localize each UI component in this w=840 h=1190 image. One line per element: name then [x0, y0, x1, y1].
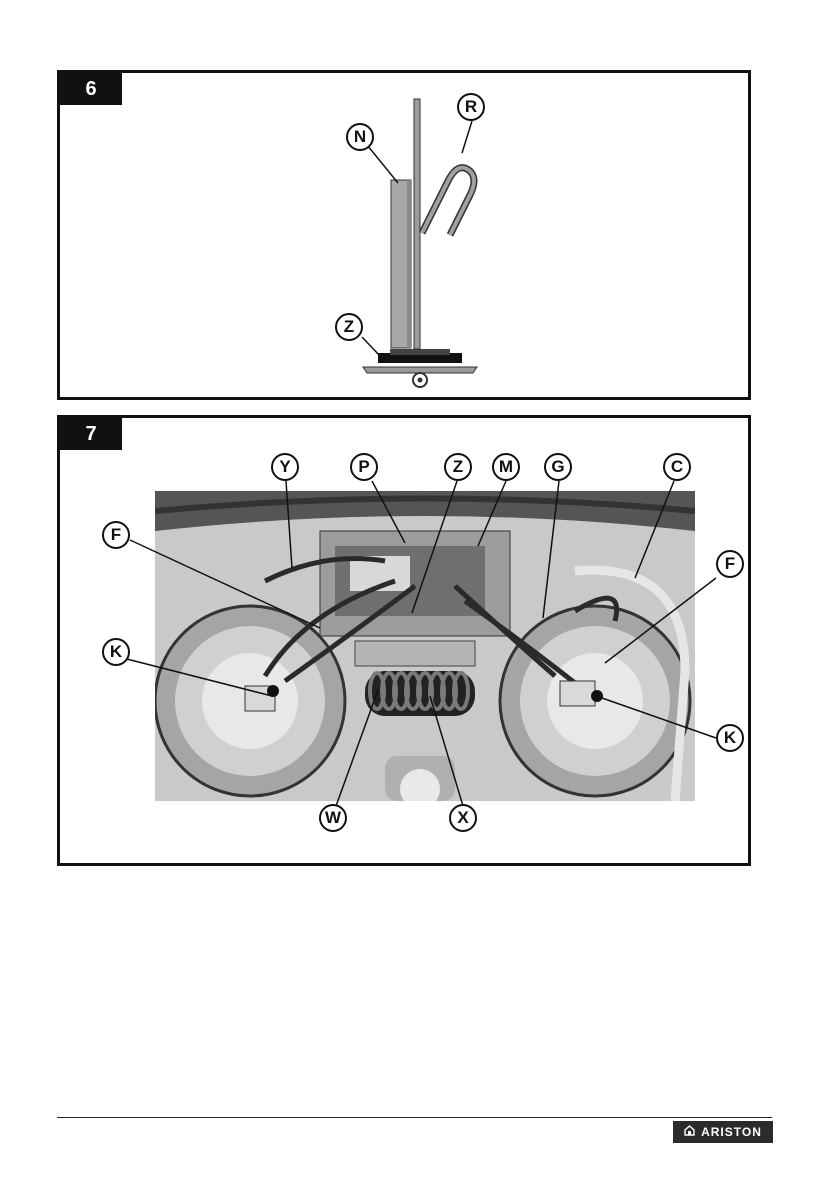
wiring-photo — [155, 491, 695, 801]
figure-6-number: 6 — [60, 73, 122, 105]
label-z: Z — [444, 453, 472, 481]
figure-7-number: 7 — [60, 418, 122, 450]
label-w: W — [319, 804, 347, 832]
label-x: X — [449, 804, 477, 832]
brand-name: ARISTON — [701, 1125, 762, 1139]
label-c: C — [663, 453, 691, 481]
label-f-right: F — [716, 550, 744, 578]
anode-rod — [414, 99, 420, 349]
figure-6-frame: 6 N R Z — [57, 70, 751, 400]
label-k-left: K — [102, 638, 130, 666]
sheath-n — [391, 180, 411, 348]
ariston-logo: ARISTON — [673, 1121, 773, 1143]
label-z: Z — [335, 313, 363, 341]
label-g: G — [544, 453, 572, 481]
flange-lug — [413, 373, 427, 387]
label-n: N — [346, 123, 374, 151]
label-f-left: F — [102, 521, 130, 549]
house-icon — [684, 1125, 695, 1139]
label-y: Y — [271, 453, 299, 481]
label-p: P — [350, 453, 378, 481]
label-m: M — [492, 453, 520, 481]
heating-element-drawing — [60, 73, 754, 403]
figure-7-frame: 7 — [57, 415, 751, 866]
label-k-right: K — [716, 724, 744, 752]
flange-gasket — [378, 353, 462, 363]
label-r: R — [457, 93, 485, 121]
footer-rule — [57, 1117, 772, 1118]
